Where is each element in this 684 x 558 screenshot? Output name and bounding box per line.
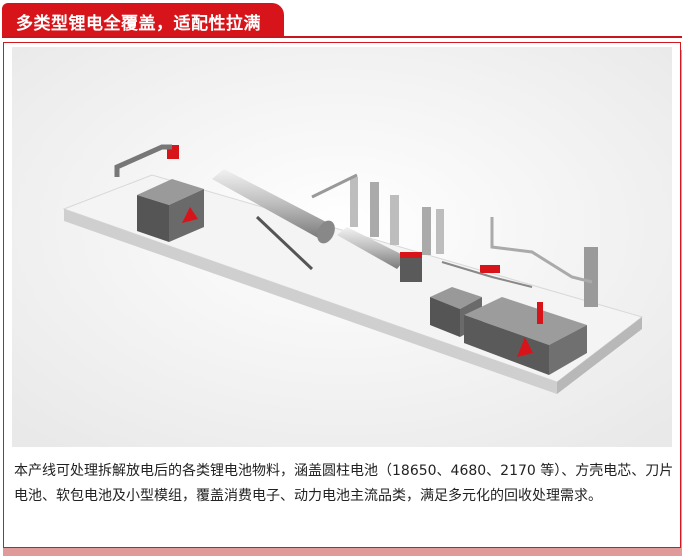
rotary-kiln-1 bbox=[212, 169, 335, 271]
piping bbox=[441, 217, 593, 288]
production-line-illustration bbox=[12, 47, 672, 447]
title-divider bbox=[2, 36, 682, 38]
towers bbox=[311, 173, 444, 255]
content-card: 本产线可处理拆解放电后的各类锂电池物料，涵盖圆柱电池（18650、4680、21… bbox=[3, 42, 681, 548]
section-title: 多类型锂电全覆盖，适配性拉满 bbox=[16, 14, 261, 34]
output-cabinet bbox=[464, 247, 598, 375]
rotary-kiln-2 bbox=[337, 227, 422, 282]
section-title-tab: 多类型锂电全覆盖，适配性拉满 bbox=[2, 3, 284, 37]
shredder-unit bbox=[114, 144, 204, 242]
description-text: 本产线可处理拆解放电后的各类锂电池物料，涵盖圆柱电池（18650、4680、21… bbox=[14, 463, 674, 504]
